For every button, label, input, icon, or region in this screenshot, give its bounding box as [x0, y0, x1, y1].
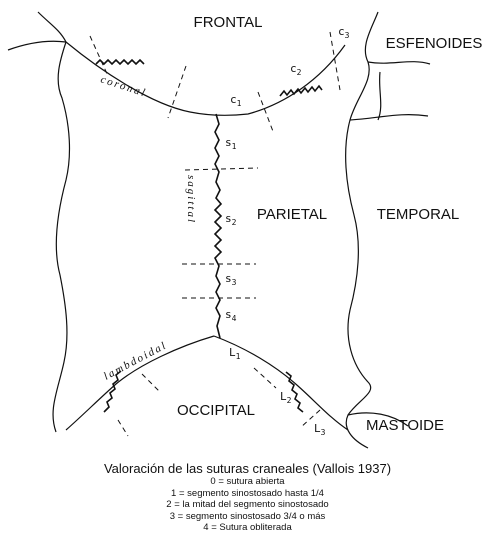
label-parietal: PARIETAL — [257, 206, 327, 223]
segment-boundaries — [89, 31, 341, 437]
lambdoidal-suture-outline — [65, 335, 349, 431]
segment-s3: s3 — [225, 272, 237, 287]
coronal-suture-left-serration — [95, 58, 145, 66]
label-mastoide: MASTOIDE — [366, 417, 444, 434]
sagittal-suture — [213, 113, 223, 339]
legend-title: Valoración de las suturas craneales (Val… — [103, 461, 392, 476]
legend-item-3: 3 = segmento sinostosado 3/4 o más — [169, 510, 326, 522]
suture-scoring-legend: Valoración de las suturas craneales (Val… — [0, 461, 495, 534]
segment-l1: L1 — [229, 346, 241, 361]
label-sagittal: sagittal — [185, 175, 197, 224]
skull-diagram: FRONTAL ESFENOIDES PARIETAL TEMPORAL OCC… — [7, 11, 483, 449]
coronal-suture-right-serration — [279, 84, 323, 97]
right-skull-outline — [345, 11, 379, 449]
legend-item-1: 1 = segmento sinostosado hasta 1/4 — [171, 487, 324, 499]
label-esfenoides: ESFENOIDES — [386, 35, 483, 52]
label-lambdoidal: lambdoidal — [102, 339, 170, 383]
lambdoidal-suture-left-serration — [103, 370, 122, 413]
label-coronal: coronal — [99, 73, 148, 99]
segment-s2: s2 — [225, 212, 237, 227]
segment-l2: L2 — [280, 390, 292, 405]
frontal-left-branch — [7, 40, 67, 51]
lambdoidal-suture-right-serration — [285, 371, 304, 413]
legend-item-0: 0 = sutura abierta — [210, 476, 285, 487]
legend-item-2: 2 = la mitad del segmento sinostosado — [166, 499, 329, 511]
legend-item-4: 4 = Sutura obliterada — [203, 522, 292, 534]
left-skull-outline — [37, 11, 71, 433]
label-frontal: FRONTAL — [194, 14, 263, 31]
segment-c3: c3 — [338, 25, 350, 40]
segment-c1: c1 — [230, 93, 242, 108]
mastoid-branch — [347, 412, 409, 427]
label-occipital: OCCIPITAL — [177, 402, 255, 419]
label-temporal: TEMPORAL — [377, 206, 460, 223]
segment-c2: c2 — [290, 62, 302, 77]
temporal-branch — [349, 114, 429, 121]
sphenoid-branch — [367, 61, 431, 121]
segment-l3: L3 — [314, 422, 326, 437]
segment-s4: s4 — [225, 308, 237, 323]
segment-s1: s1 — [225, 136, 237, 151]
